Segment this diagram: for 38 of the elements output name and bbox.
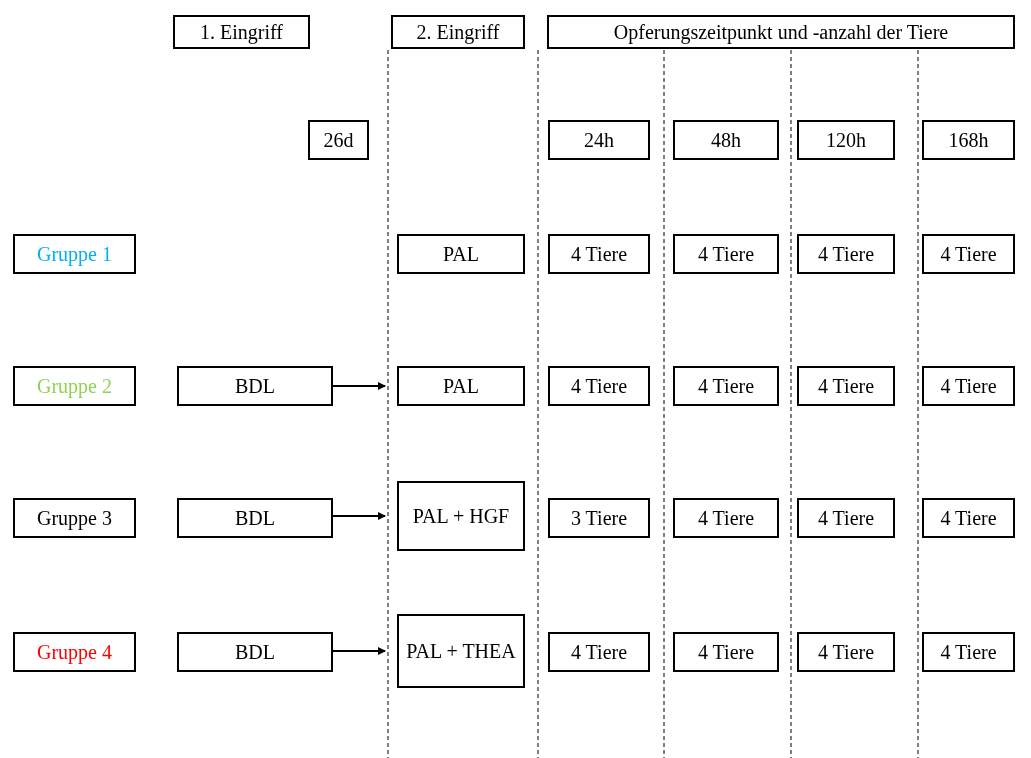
count-box: 4 Tiere [673,366,779,406]
count-box: 4 Tiere [797,234,895,274]
group-box: Gruppe 4 [13,632,136,672]
procedure-box: PAL [397,366,525,406]
count-box: 4 Tiere [797,498,895,538]
procedure-box: BDL [177,498,333,538]
count-box: 4 Tiere [797,632,895,672]
procedure-box: PAL [397,234,525,274]
count-box: 4 Tiere [922,632,1015,672]
time-box: 48h [673,120,779,160]
procedure-box: BDL [177,632,333,672]
count-box: 4 Tiere [922,498,1015,538]
count-box: 4 Tiere [673,498,779,538]
procedure-box: BDL [177,366,333,406]
header-box: 2. Eingriff [391,15,525,49]
time-box: 26d [308,120,369,160]
count-box: 4 Tiere [797,366,895,406]
procedure-box: PAL + HGF [397,481,525,551]
count-box: 4 Tiere [673,632,779,672]
time-box: 120h [797,120,895,160]
arrow [332,647,386,655]
group-box: Gruppe 1 [13,234,136,274]
header-box: 1. Eingriff [173,15,310,49]
header-box: Opferungszeitpunkt und -anzahl der Tiere [547,15,1015,49]
count-box: 4 Tiere [673,234,779,274]
time-box: 168h [922,120,1015,160]
count-box: 4 Tiere [548,366,650,406]
count-box: 4 Tiere [922,366,1015,406]
count-box: 4 Tiere [922,234,1015,274]
group-box: Gruppe 2 [13,366,136,406]
time-box: 24h [548,120,650,160]
count-box: 4 Tiere [548,632,650,672]
procedure-box: PAL + THEA [397,614,525,688]
group-box: Gruppe 3 [13,498,136,538]
count-box: 4 Tiere [548,234,650,274]
count-box: 3 Tiere [548,498,650,538]
arrow [332,382,386,390]
arrow [332,512,386,520]
